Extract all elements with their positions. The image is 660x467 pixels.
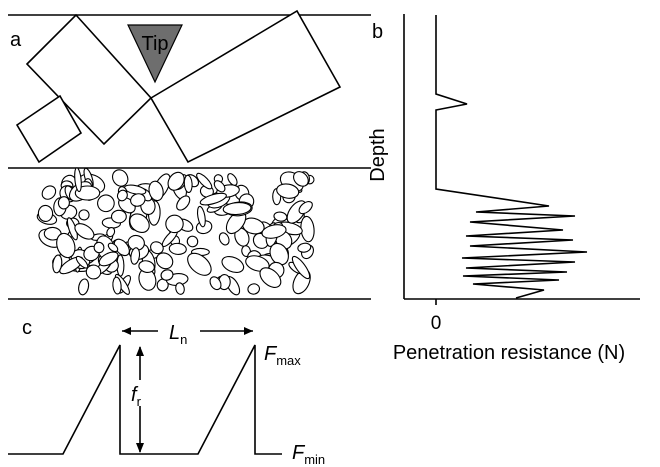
small-block (15, 94, 83, 164)
grain-particle (78, 209, 90, 221)
grain-particle (138, 260, 155, 273)
grain-particle (297, 242, 312, 253)
grain-particle (160, 269, 174, 281)
grain-particle (74, 223, 95, 240)
grain-particle (176, 195, 191, 211)
grain-particle (247, 283, 261, 295)
grain-particle (213, 180, 226, 193)
grain-particle (196, 172, 213, 190)
grain-particle (186, 235, 199, 248)
tip-label: Tip (141, 33, 168, 55)
grain-particle (155, 252, 174, 270)
Ln-arrow-right-head (244, 327, 253, 335)
grain-particle (291, 255, 311, 280)
grain-particle (110, 209, 127, 224)
grain-particle (183, 174, 193, 194)
Fmin-label: Fmin (292, 442, 325, 467)
panel-a: a Tip (8, 9, 371, 300)
fr-label-bg (129, 380, 151, 406)
grain-particle (116, 189, 128, 202)
x-axis-label: Penetration resistance (N) (393, 342, 625, 364)
granular-layer (36, 167, 315, 296)
grain-particle (111, 169, 129, 187)
grain-particle (293, 171, 309, 187)
tip-cone (127, 24, 183, 84)
grain-particle (218, 232, 230, 246)
grain-particle (57, 196, 70, 210)
grain-particle (130, 193, 146, 207)
grain-particle (129, 213, 150, 233)
grain-particle (107, 242, 119, 253)
grain-particle (276, 183, 300, 199)
grain-particle (37, 204, 54, 222)
Fmax-label: Fmax (264, 343, 301, 368)
grain-particle (187, 252, 212, 276)
grain-particle (148, 180, 164, 202)
x-tick-label-zero: 0 (431, 313, 442, 334)
panel-a-label: a (10, 29, 22, 51)
Ln-label-bg (158, 320, 200, 342)
panel-b-label: b (372, 21, 383, 43)
grain-particle (52, 254, 63, 274)
grain-particle (227, 173, 238, 186)
grain-particle (168, 242, 187, 255)
grain-particle (209, 276, 222, 291)
grain-particle (167, 171, 185, 191)
grain-particle (85, 264, 102, 280)
grain-particle (112, 276, 122, 295)
grain-particle (106, 227, 116, 238)
penetration-resistance-profile (435, 15, 588, 299)
panel-c: c Ln fr Fmax Fmin (8, 317, 325, 467)
grain-particle (75, 255, 89, 269)
panel-b: b 0 Penetration resistance (N) Depth (367, 14, 640, 364)
Ln-arrow-left-head (122, 327, 131, 335)
grain-particle (199, 192, 227, 206)
grain-particle (222, 202, 252, 216)
y-axis-label: Depth (367, 128, 389, 181)
grain-particle (41, 185, 57, 200)
panel-c-label: c (22, 317, 32, 339)
grain-particle (97, 194, 115, 213)
grain-particle (78, 278, 90, 296)
fr-label: fr (131, 384, 142, 409)
grain-particle (165, 214, 184, 234)
fr-arrow-bottom-head (136, 443, 144, 453)
fr-arrow-top-head (136, 346, 144, 356)
Ln-label: Ln (169, 322, 187, 347)
grain-particle (56, 232, 76, 259)
grain-particle (259, 267, 282, 288)
grain-particle (269, 242, 289, 266)
grain-particle (175, 282, 185, 295)
force-sawtooth-signal (8, 344, 282, 455)
grain-particle (298, 200, 313, 215)
grain-particle (74, 167, 82, 193)
grain-particle (130, 247, 141, 265)
grain-particle (261, 224, 287, 239)
grain-particle (98, 251, 119, 267)
grain-particle (196, 205, 206, 228)
grain-particle (150, 241, 164, 255)
grain-particle (221, 255, 245, 274)
large-block-right (149, 9, 342, 164)
grain-particle (93, 241, 105, 254)
